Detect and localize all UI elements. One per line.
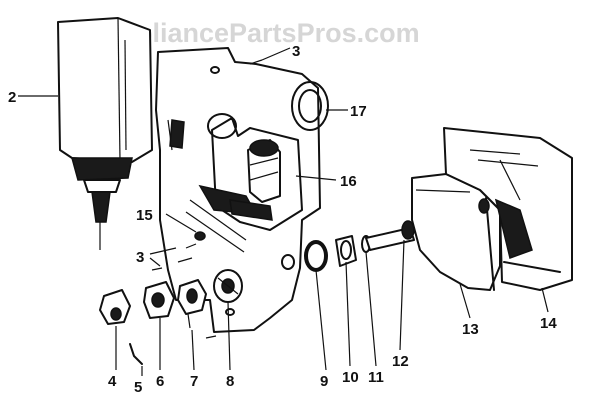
part-7-gear <box>177 279 207 329</box>
part-15-nut <box>194 231 206 241</box>
label-2: 2 <box>8 89 16 106</box>
part-2-motor-housing <box>57 17 153 250</box>
label-3-left: 3 <box>136 249 144 266</box>
label-14: 14 <box>540 315 557 332</box>
label-3-top: 3 <box>292 43 300 60</box>
part-12-shaft <box>365 220 415 251</box>
part-3-screws <box>151 59 263 339</box>
label-16: 16 <box>340 173 357 190</box>
watermark: AppliancePartsPros.com <box>100 18 420 48</box>
label-13: 13 <box>462 321 479 338</box>
callout-labels: 2 3 17 16 15 3 4 5 6 7 8 9 10 11 12 13 1… <box>8 43 557 396</box>
label-8: 8 <box>226 373 234 390</box>
part-9-o-ring <box>304 240 328 272</box>
part-4-cap <box>99 289 131 325</box>
part-16-gear-motor <box>185 113 303 253</box>
part-5-pin <box>129 343 143 365</box>
label-6: 6 <box>156 373 164 390</box>
part-14-housing-panel <box>443 127 573 291</box>
label-17: 17 <box>350 103 367 120</box>
label-15: 15 <box>136 207 153 224</box>
part-6-cam <box>143 281 175 319</box>
part-17-seal-ring <box>291 81 329 131</box>
label-7: 7 <box>190 373 198 390</box>
label-11: 11 <box>368 369 384 386</box>
label-5: 5 <box>134 379 142 396</box>
part-10-bushing <box>335 235 357 267</box>
label-4: 4 <box>108 373 117 390</box>
label-12: 12 <box>392 353 409 370</box>
part-8-wheel <box>213 269 243 303</box>
leader-lines <box>18 47 549 376</box>
label-10: 10 <box>342 369 359 386</box>
label-9: 9 <box>320 373 328 390</box>
